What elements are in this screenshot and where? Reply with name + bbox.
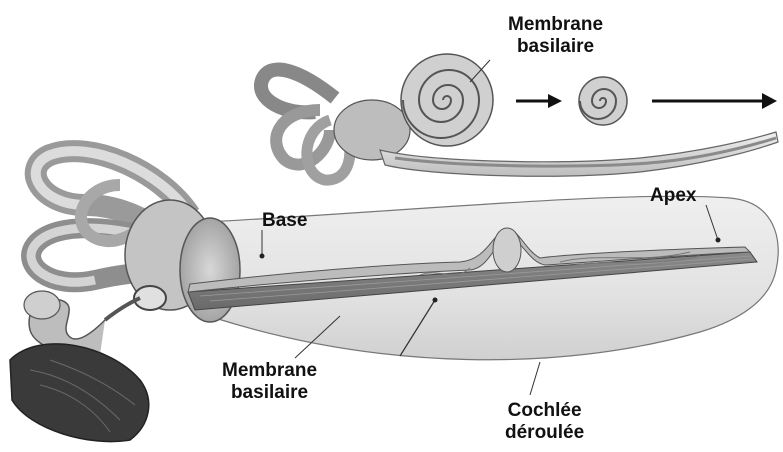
arrow-head-1 [548, 94, 562, 108]
label-bottom-membrane-line2: basilaire [222, 382, 317, 404]
label-cochlea-uncoiled: Cochlée déroulée [505, 400, 584, 444]
label-apex: Apex [650, 185, 696, 207]
label-top-membrane-line1: Membrane [508, 14, 603, 36]
pointer-cochlea [530, 362, 540, 395]
arrow-head-2 [762, 93, 777, 109]
label-top-membrane: Membrane basilaire [508, 14, 603, 58]
top-inner-ear [261, 54, 778, 180]
malleus-head [24, 291, 60, 319]
label-cochlea-line1: Cochlée [505, 400, 584, 422]
label-base: Base [262, 210, 307, 232]
label-bottom-membrane: Membrane basilaire [222, 360, 317, 404]
top-vestibule [334, 100, 410, 160]
tympanic-membrane [10, 344, 149, 442]
pointer-wave-dot [433, 298, 438, 303]
label-bottom-membrane-line1: Membrane [222, 360, 317, 382]
label-top-membrane-line2: basilaire [508, 36, 603, 58]
wave-peak [493, 228, 521, 272]
pointer-base-dot [260, 254, 265, 259]
top-canal-superior [261, 70, 335, 113]
pointer-apex-dot [716, 238, 721, 243]
stapes [105, 298, 140, 320]
label-cochlea-line2: déroulée [505, 422, 584, 444]
